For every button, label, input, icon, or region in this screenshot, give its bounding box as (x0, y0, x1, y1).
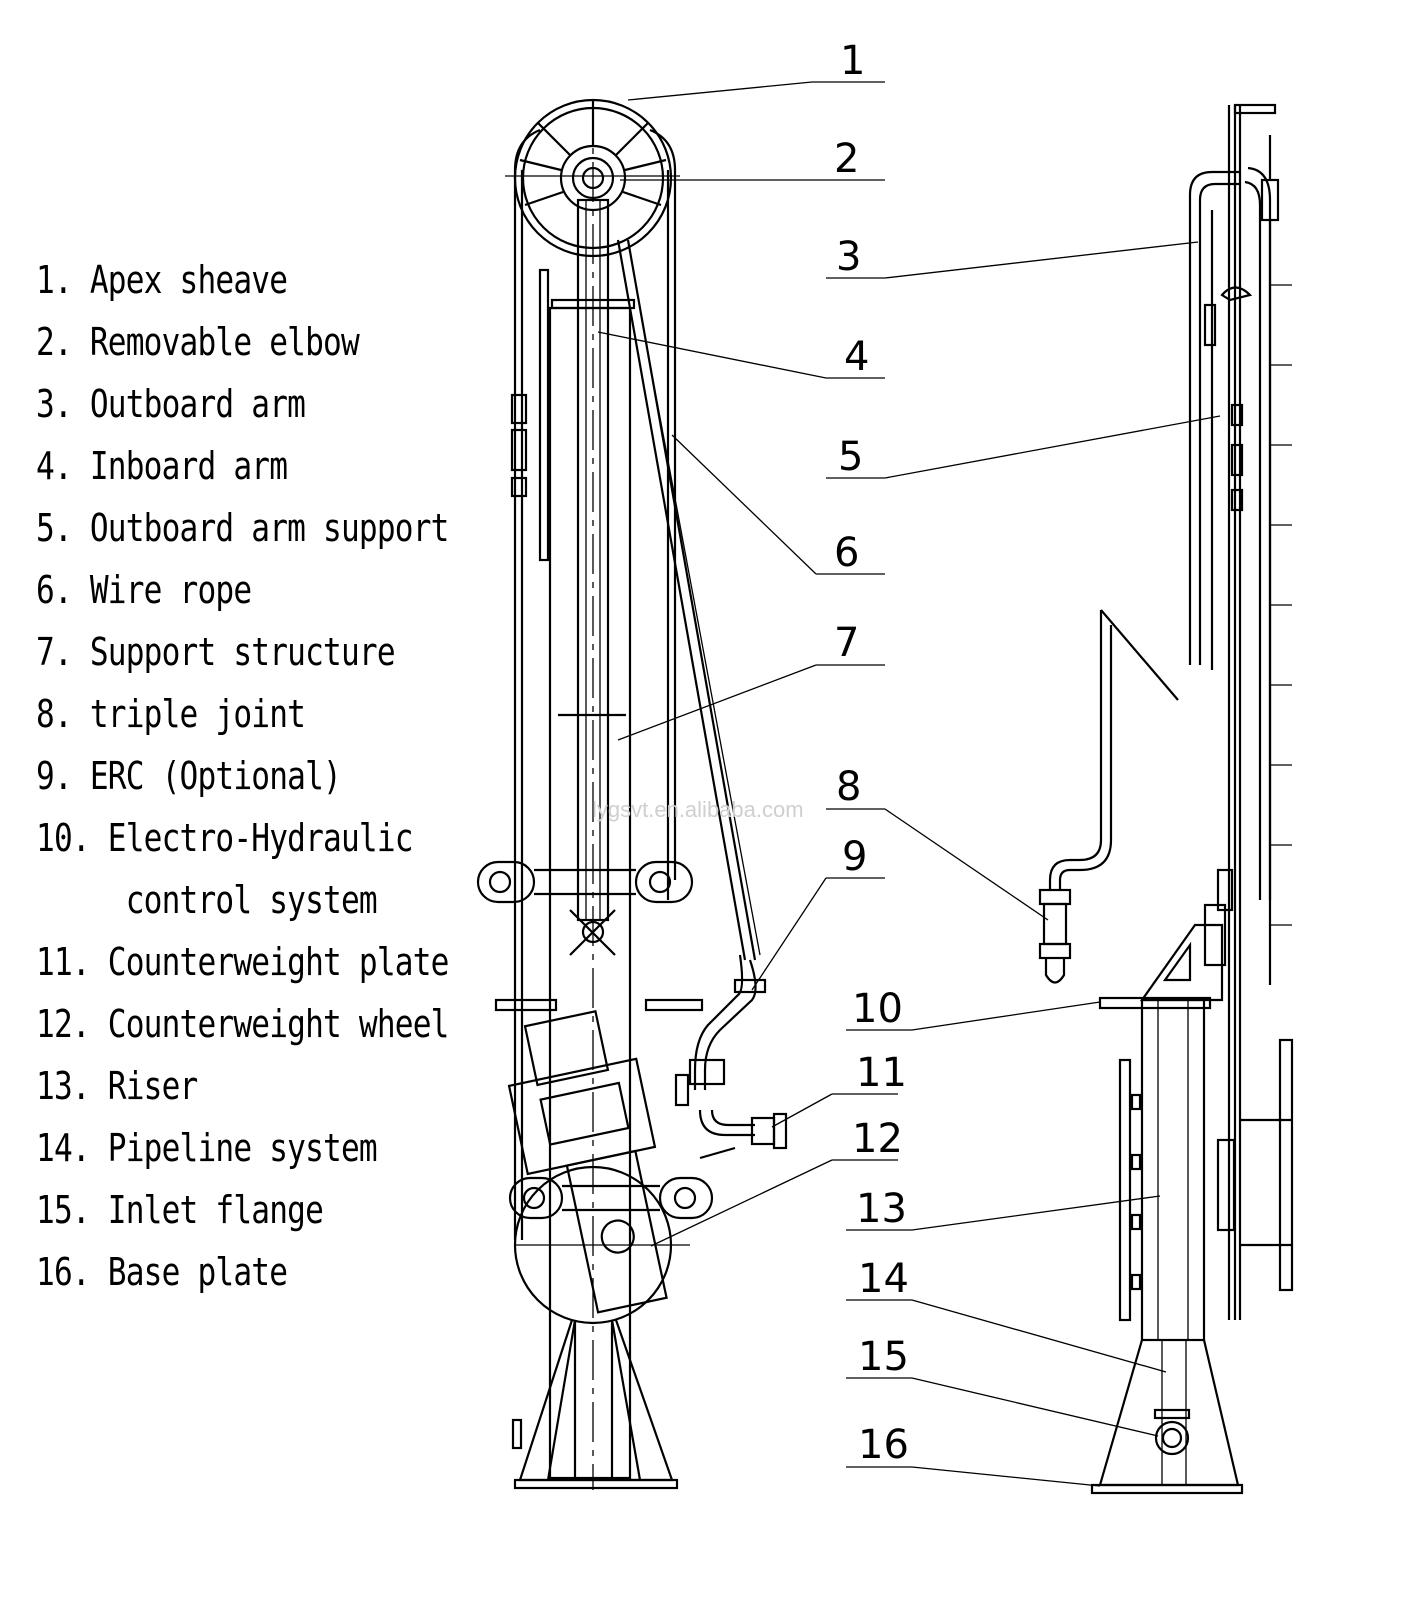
callout-5: 5 (838, 434, 863, 480)
legend-item-10-cont: control system (36, 878, 378, 922)
callout-14: 14 (858, 1256, 909, 1302)
outboard-arm (1188, 135, 1280, 900)
callout-leaders (597, 81, 1221, 1487)
legend-item-4: 4. Inboard arm (36, 444, 288, 488)
upper-wheels (476, 860, 694, 956)
callout-12: 12 (852, 1116, 903, 1162)
triple-joint (1038, 888, 1072, 984)
callout-1: 1 (840, 38, 865, 84)
legend-item-9: 9. ERC (Optional) (36, 754, 342, 798)
callout-8: 8 (836, 764, 861, 810)
legend-item-13: 13. Riser (36, 1064, 198, 1108)
callout-13: 13 (856, 1186, 907, 1232)
ladder (1268, 220, 1292, 985)
legend-item-2: 2. Removable elbow (36, 320, 360, 364)
callout-6: 6 (834, 530, 859, 576)
wire-rope (538, 239, 761, 961)
callout-4: 4 (844, 334, 869, 380)
legend-item-12: 12. Counterweight wheel (36, 1002, 449, 1046)
counterweight-wheel (508, 1165, 714, 1325)
front-view (476, 98, 788, 1490)
legend-item-14: 14. Pipeline system (36, 1126, 378, 1170)
callout-16: 16 (858, 1422, 909, 1468)
counterweight-plate (507, 1009, 668, 1314)
legend-item-3: 3. Outboard arm (36, 382, 306, 426)
side-riser (1098, 996, 1212, 1342)
legend-item-8: 8. triple joint (36, 692, 306, 736)
legend-item-16: 16. Base plate (36, 1250, 288, 1294)
callout-2: 2 (834, 136, 859, 182)
callout-numbers: 1 2 3 4 5 6 7 8 9 10 11 12 13 14 15 16 (834, 38, 909, 1468)
legend-item-5: 5. Outboard arm support (36, 506, 449, 550)
legend-item-10: 10. Electro-Hydraulic (36, 816, 414, 860)
callout-15: 15 (858, 1334, 909, 1380)
legend-item-15: 15. Inlet flange (36, 1188, 324, 1232)
front-pipeline (674, 954, 788, 1160)
side-base (1090, 1339, 1244, 1495)
legend-item-6: 6. Wire rope (36, 568, 252, 612)
side-view (1038, 103, 1294, 1495)
watermark: lygsvt.en.alibaba.com (592, 797, 804, 822)
outboard-arm-support (1203, 210, 1253, 670)
callout-3: 3 (836, 234, 861, 280)
callout-11: 11 (856, 1050, 907, 1096)
callout-10: 10 (852, 986, 903, 1032)
riser-base (511, 1319, 679, 1490)
legend-item-7: 7. Support structure (36, 630, 396, 674)
callout-7: 7 (834, 620, 859, 666)
callout-9: 9 (842, 834, 867, 880)
legend-item-1: 1. Apex sheave (36, 258, 288, 302)
legend-item-11: 11. Counterweight plate (36, 940, 449, 984)
inboard-arm (550, 198, 636, 922)
